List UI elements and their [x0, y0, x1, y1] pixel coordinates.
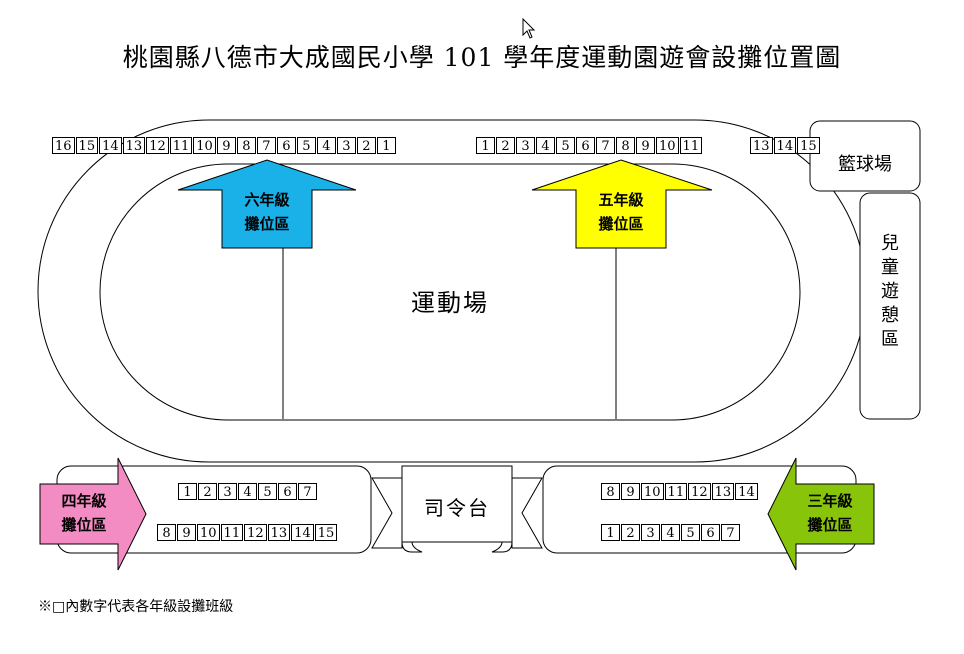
booth-box: 16: [52, 137, 75, 154]
booth-box: 6: [576, 137, 595, 154]
children-area: [859, 192, 921, 420]
booth-box: 8: [601, 483, 620, 500]
booth-box: 4: [316, 137, 336, 154]
page-title: 桃園縣八德市大成國民小學 101 學年度運動園遊會設攤位置圖: [122, 43, 842, 72]
grade5-line2: 攤位區: [598, 215, 644, 233]
booth-box: 10: [193, 137, 216, 154]
booth-box: 3: [516, 137, 535, 154]
booth-box: 10: [641, 483, 664, 500]
booth-box: 9: [216, 137, 236, 154]
stage-box: [401, 465, 513, 543]
booth-box: 1: [376, 137, 396, 154]
inner-field: [99, 163, 801, 421]
booth-box: 5: [556, 137, 575, 154]
booth-box: 6: [276, 137, 296, 154]
legend-note: ※□內數字代表各年級設攤班級: [38, 599, 234, 615]
booth-box: 2: [496, 137, 515, 154]
booth-box: 15: [314, 524, 338, 541]
booth-box: 8: [616, 137, 635, 154]
booth-box: 1: [476, 137, 495, 154]
booth-box: 11: [679, 137, 703, 154]
grade3-line2: 攤位區: [807, 516, 853, 534]
booth-box: 12: [146, 137, 169, 154]
mouse-cursor-icon: [522, 18, 536, 39]
booth-box: 3: [641, 524, 660, 541]
booth-box: 10: [656, 137, 679, 154]
booth-box: 5: [296, 137, 316, 154]
booth-box: 6: [278, 483, 297, 500]
stage-ribbon-left: [371, 477, 403, 549]
booth-box: 7: [596, 137, 615, 154]
booth-box: 5: [681, 524, 700, 541]
booth-box: 9: [621, 483, 640, 500]
booth-box: 13: [122, 137, 146, 154]
booth-box: 9: [636, 137, 655, 154]
grade6-label: 六年級 攤位區: [222, 188, 312, 236]
booth-box: 13: [750, 137, 773, 154]
booth-box: 14: [773, 137, 797, 154]
booth-box: 4: [238, 483, 257, 500]
basketball-label: 籃球場: [838, 154, 892, 175]
booth-box: 8: [157, 524, 176, 541]
grade6-line2: 攤位區: [244, 215, 290, 233]
stage-curl-left: [401, 541, 423, 553]
booth-box: 12: [688, 483, 711, 500]
booth-box: 11: [220, 524, 244, 541]
booth-box: 9: [177, 524, 196, 541]
booth-box: 7: [721, 524, 740, 541]
children-area-label: 兒童遊憩區: [881, 233, 899, 350]
grade5-label: 五年級 攤位區: [576, 188, 666, 236]
grade3-label: 三年級 攤位區: [786, 489, 874, 537]
basketball-court: [809, 120, 921, 192]
grade5-line1: 五年級: [598, 191, 644, 209]
booth-box: 1: [178, 483, 197, 500]
booth-box: 11: [169, 137, 193, 154]
grade5-arrow: [531, 159, 713, 249]
grade4-arrow: [39, 457, 147, 571]
booth-box: 14: [291, 524, 314, 541]
grade3-line1: 三年級: [807, 492, 853, 510]
booth-box: 3: [336, 137, 356, 154]
booth-box: 14: [99, 137, 122, 154]
grade4-line2: 攤位區: [61, 516, 107, 534]
grade4-line1: 四年級: [61, 492, 107, 510]
booth-box: 4: [536, 137, 555, 154]
booth-box: 2: [356, 137, 376, 154]
grade6-arrow: [177, 159, 357, 249]
booth-box: 8: [236, 137, 256, 154]
grade3-arrow: [767, 457, 875, 571]
stage-label: 司令台: [424, 496, 490, 520]
booth-box: 13: [711, 483, 735, 500]
field-label: 運動場: [411, 289, 489, 317]
booth-box: 7: [256, 137, 276, 154]
booth-box: 14: [735, 483, 758, 500]
stage-ribbon-right: [511, 477, 543, 549]
grade4-label: 四年級 攤位區: [40, 489, 128, 537]
booth-box: 10: [197, 524, 220, 541]
booth-box: 13: [267, 524, 291, 541]
booth-box: 2: [198, 483, 217, 500]
booth-box: 11: [664, 483, 688, 500]
booth-box: 15: [797, 137, 820, 154]
booth-box: 7: [298, 483, 317, 500]
booth-box: 12: [244, 524, 267, 541]
booth-box: 6: [701, 524, 720, 541]
booth-box: 15: [75, 137, 99, 154]
booth-box: 1: [601, 524, 620, 541]
stage-curl-right: [491, 541, 513, 553]
booth-box: 3: [218, 483, 237, 500]
booth-box: 5: [258, 483, 277, 500]
booth-box: 2: [621, 524, 640, 541]
grade6-line1: 六年級: [244, 191, 290, 209]
booth-box: 4: [661, 524, 680, 541]
